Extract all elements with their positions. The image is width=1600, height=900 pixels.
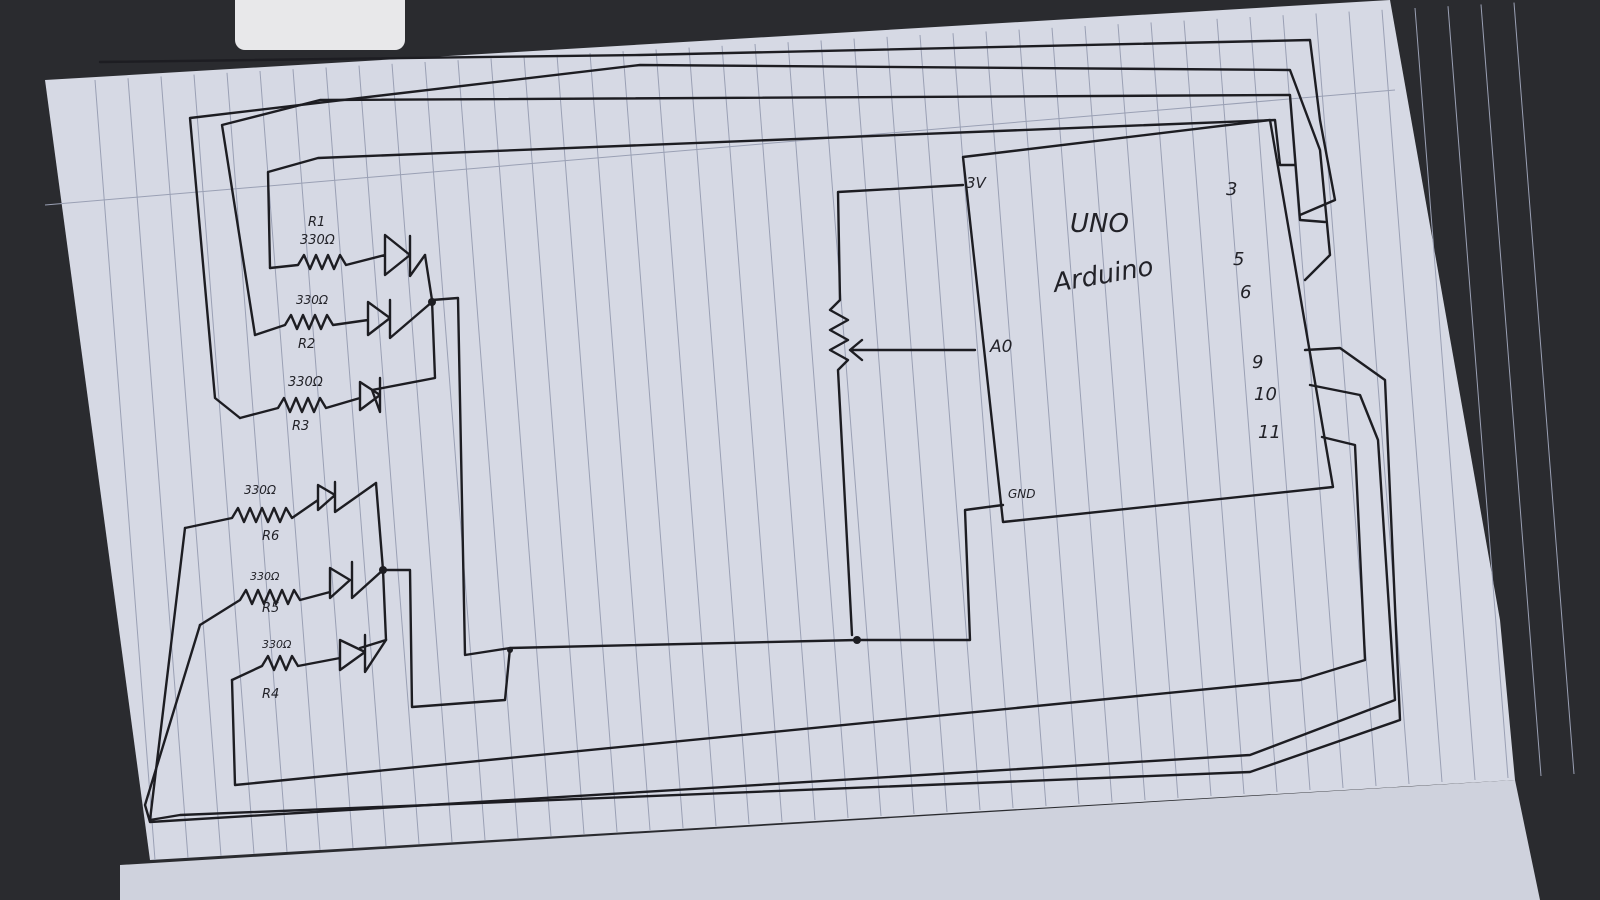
pin-6-label: 6 (1240, 282, 1251, 303)
wire-pin3-r1 (266, 118, 1297, 270)
r1-value: 330Ω (300, 233, 335, 248)
ruled-line (127, 78, 189, 859)
wire-top-loop (98, 38, 1337, 217)
ruled-line (358, 65, 420, 845)
pin-11-label: 11 (1258, 422, 1281, 443)
ruled-line (853, 38, 915, 815)
ruled-line (490, 58, 552, 837)
resistor-r4-led4 (230, 633, 388, 682)
ruled-line (1150, 22, 1212, 797)
junction-dot (507, 647, 513, 653)
ruled-line (325, 67, 387, 847)
r6-label: R6 (262, 529, 279, 544)
ruled-line (985, 31, 1047, 807)
ground-bus-upper-leds (370, 253, 437, 392)
ruled-line (523, 56, 585, 835)
ground-wire-main (430, 296, 1005, 657)
pin-10-label: 10 (1254, 384, 1277, 405)
wire-pin9-r6 (148, 346, 1402, 822)
notebook-page (45, 0, 1515, 860)
wire-pin10-r5 (143, 383, 1397, 824)
ruled-line (1348, 11, 1410, 785)
r4-label: R4 (262, 687, 279, 702)
board-label-uno: UNO (1070, 209, 1129, 239)
potentiometer-wiper-arrow (848, 338, 977, 362)
ruled-line (292, 69, 354, 849)
ruled-line (94, 79, 156, 861)
ruled-line (457, 60, 519, 839)
pin-3-label: 3 (1226, 179, 1237, 200)
potentiometer (828, 183, 965, 637)
ruled-line (1249, 16, 1311, 791)
ruled-line (1084, 25, 1146, 801)
r6-value: 330Ω (244, 483, 277, 497)
ruled-line (193, 74, 255, 855)
pin-5-label: 5 (1233, 249, 1244, 270)
ruled-line (424, 61, 486, 841)
ruled-line (1513, 2, 1575, 775)
resistor-r6-led6 (183, 480, 378, 530)
pin-3v-label: 3V (966, 174, 988, 192)
r1-label: R1 (308, 215, 325, 230)
ruled-line (1216, 18, 1278, 793)
ruled-lines (44, 2, 1575, 861)
margin-line (44, 89, 1396, 206)
ruled-line (1018, 29, 1080, 805)
ruled-line (1480, 4, 1542, 777)
ground-wire-lower (381, 568, 512, 709)
notebook-next-page (120, 780, 1540, 900)
ruled-line (754, 43, 816, 821)
resistor-r1-led1 (268, 233, 427, 278)
r4-value: 330Ω (262, 638, 292, 651)
ruled-line (721, 45, 783, 823)
ruled-line (226, 72, 288, 853)
wire-pin11-r4 (230, 435, 1367, 787)
eraser-object (235, 0, 405, 50)
arduino-board-outline (961, 118, 1335, 524)
resistor-r5-led5 (198, 560, 385, 627)
ruled-line (589, 52, 651, 831)
r5-value: 330Ω (250, 570, 280, 583)
pin-9-label: 9 (1252, 352, 1263, 373)
pin-gnd-label: GND (1008, 487, 1036, 501)
r3-value: 330Ω (288, 375, 323, 390)
ruled-line (391, 63, 453, 843)
ruled-line (1117, 24, 1179, 799)
ground-bus-lower-leds (358, 481, 388, 650)
ruled-line (160, 76, 222, 857)
wire-pin6-r3 (188, 63, 1332, 420)
ruled-line (556, 54, 618, 833)
r3-label: R3 (292, 419, 309, 434)
ruled-line (1051, 27, 1113, 803)
ruled-line (820, 40, 882, 817)
resistor-r2-led2 (253, 298, 434, 340)
ruled-line (787, 42, 849, 819)
ruled-line (688, 47, 750, 825)
resistor-r3-led3 (238, 376, 382, 420)
r5-label: R5 (262, 601, 279, 616)
ruled-line (1447, 6, 1509, 779)
r2-label: R2 (298, 337, 315, 352)
junction-dot (853, 636, 861, 644)
ruled-line (886, 36, 948, 813)
wire-pin5-r2 (220, 93, 1327, 337)
r2-value: 330Ω (296, 293, 329, 307)
ruled-line (1414, 7, 1476, 781)
ruled-line (1381, 9, 1443, 783)
ruled-line (655, 49, 717, 827)
ruled-line (919, 34, 981, 811)
ruled-line (259, 70, 321, 851)
ruled-line (1183, 20, 1245, 795)
pin-a0-label: A0 (989, 337, 1012, 357)
ruled-line (622, 51, 684, 829)
